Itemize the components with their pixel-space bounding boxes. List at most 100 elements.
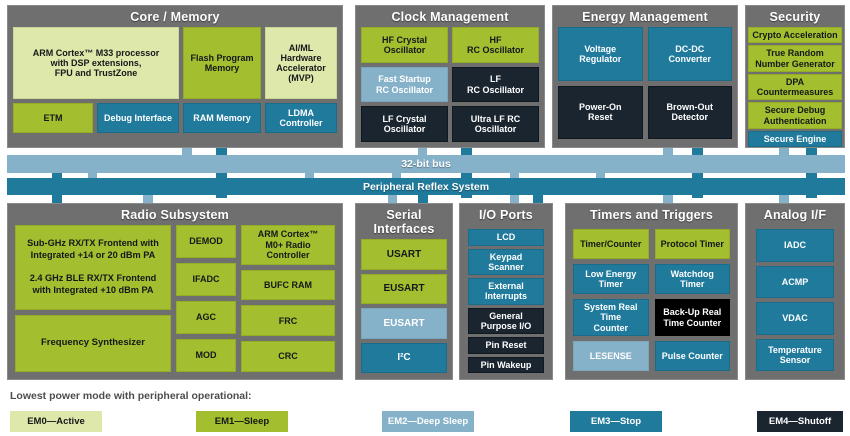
bus-trunk-vertical xyxy=(461,148,472,198)
block-dc-dc-converter[interactable]: DC-DC Converter xyxy=(647,27,732,81)
block-lf-crystal-oscillator[interactable]: LF Crystal Oscillator xyxy=(361,106,448,143)
panel-title-serial-interfaces: Serial Interfaces xyxy=(373,208,435,236)
block-demod[interactable]: DEMOD xyxy=(176,225,236,258)
block-acmp[interactable]: ACMP xyxy=(756,265,834,298)
block-hf-crystal-oscillator[interactable]: HF Crystal Oscillator xyxy=(361,27,448,63)
bus-32-bit: 32-bit bus xyxy=(7,155,845,173)
block-ultra-lf-rc-oscillator[interactable]: Ultra LF RC Oscillator xyxy=(452,106,539,143)
panel-analog-if: Analog I/F IADC ACMP VDAC Temperature Se… xyxy=(745,203,845,380)
bus-stub-vertical xyxy=(663,148,673,157)
legend-item-em3-stop[interactable]: EM3—Stop xyxy=(570,411,662,432)
panel-security: Security Crypto Acceleration True Random… xyxy=(745,5,845,148)
bus-connector-vertical xyxy=(52,173,62,179)
bus-stub-down xyxy=(388,195,397,204)
bus-trunk-vertical xyxy=(692,148,703,198)
bus-connector-vertical xyxy=(510,173,519,179)
block-fast-startup-rc-oscillator[interactable]: Fast Startup RC Oscillator xyxy=(361,66,448,103)
panel-title-radio-subsystem: Radio Subsystem xyxy=(121,208,229,222)
block-eusart-2[interactable]: EUSART xyxy=(361,308,447,339)
block-iadc[interactable]: IADC xyxy=(756,229,834,262)
block-pin-reset[interactable]: Pin Reset xyxy=(468,337,544,354)
bus-stub-vertical xyxy=(779,148,789,157)
block-rf-frontends[interactable]: Sub-GHz RX/TX Frontend with Integrated +… xyxy=(15,225,171,311)
block-bufc-ram[interactable]: BUFC RAM xyxy=(241,269,335,301)
block-keypad-scanner[interactable]: Keypad Scanner xyxy=(468,248,544,275)
block-temperature-sensor[interactable]: Temperature Sensor xyxy=(756,338,834,371)
bus-stub-down xyxy=(143,195,153,204)
legend-item-em1-sleep[interactable]: EM1—Sleep xyxy=(196,411,288,432)
block-pin-wakeup[interactable]: Pin Wakeup xyxy=(468,356,544,373)
block-etm[interactable]: ETM xyxy=(13,103,93,133)
block-arm-cortex-m0-radio-controller[interactable]: ARM Cortex™ M0+ Radio Controller xyxy=(241,225,335,265)
block-dpa-countermeasures[interactable]: DPA Countermeasures xyxy=(748,73,842,101)
block-vdac[interactable]: VDAC xyxy=(756,302,834,335)
bus-stub-down xyxy=(779,195,789,204)
block-external-interrupts[interactable]: External Interrupts xyxy=(468,278,544,305)
block-timer-counter[interactable]: Timer/Counter xyxy=(573,229,649,260)
block-arm-cortex-m33[interactable]: ARM Cortex™ M33 processor with DSP exten… xyxy=(13,27,179,99)
panel-title-io-ports: I/O Ports xyxy=(479,208,533,222)
bus-stub-down xyxy=(510,195,519,204)
block-hf-rc-oscillator[interactable]: HF RC Oscillator xyxy=(452,27,539,63)
block-crc[interactable]: CRC xyxy=(241,341,335,372)
legend-item-em2-deep-sleep[interactable]: EM2—Deep Sleep xyxy=(382,411,474,432)
legend-note: Lowest power mode with peripheral operat… xyxy=(10,390,252,402)
block-lcd[interactable]: LCD xyxy=(468,229,544,246)
panel-clock-management: Clock Management HF Crystal Oscillator H… xyxy=(355,5,545,148)
bus-peripheral-reflex-system: Peripheral Reflex System xyxy=(7,178,845,195)
block-flash-program-memory[interactable]: Flash Program Memory xyxy=(183,27,261,99)
block-power-on-reset[interactable]: Power-On Reset xyxy=(558,85,643,139)
block-i2c[interactable]: I²C xyxy=(361,342,447,373)
panel-energy-management: Energy Management Voltage Regulator DC-D… xyxy=(552,5,738,148)
block-backup-real-time-counter[interactable]: Back-Up Real Time Counter xyxy=(654,299,730,336)
block-low-energy-timer[interactable]: Low Energy Timer xyxy=(573,264,649,295)
bus-stub-down xyxy=(663,195,673,204)
bus-trunk-vertical xyxy=(216,148,227,198)
legend-item-em4-shutoff[interactable]: EM4—Shutoff xyxy=(757,411,843,432)
legend-item-em0-active[interactable]: EM0—Active xyxy=(10,411,102,432)
block-ifadc[interactable]: IFADC xyxy=(176,263,236,296)
panel-timers-and-triggers: Timers and Triggers Timer/Counter Protoc… xyxy=(565,203,738,380)
bus-stub-down xyxy=(533,195,543,204)
panel-radio-subsystem: Radio Subsystem Sub-GHz RX/TX Frontend w… xyxy=(7,203,343,380)
panel-title-analog-if: Analog I/F xyxy=(763,208,827,222)
panel-serial-interfaces: Serial Interfaces USART EUSART EUSART I²… xyxy=(355,203,453,380)
block-lesense[interactable]: LESENSE xyxy=(573,340,649,371)
panel-title-clock-management: Clock Management xyxy=(391,10,509,24)
bus-connector-vertical xyxy=(596,173,605,179)
block-ldma-controller[interactable]: LDMA Controller xyxy=(265,103,337,133)
block-aiml-hardware-accelerator[interactable]: AI/ML Hardware Accelerator (MVP) xyxy=(265,27,337,99)
block-system-real-time-counter[interactable]: System Real Time Counter xyxy=(573,299,649,336)
block-usart[interactable]: USART xyxy=(361,239,447,270)
bus-connector-vertical xyxy=(88,173,97,179)
block-crypto-acceleration[interactable]: Crypto Acceleration xyxy=(748,27,842,44)
block-general-purpose-io[interactable]: General Purpose I/O xyxy=(468,307,544,334)
panel-io-ports: I/O Ports LCD Keypad Scanner External In… xyxy=(459,203,553,380)
block-ram-memory[interactable]: RAM Memory xyxy=(183,103,261,133)
panel-title-security: Security xyxy=(769,10,821,24)
block-secure-engine[interactable]: Secure Engine xyxy=(748,130,842,147)
block-voltage-regulator[interactable]: Voltage Regulator xyxy=(558,27,643,81)
panel-title-energy-management: Energy Management xyxy=(582,10,708,24)
block-mod[interactable]: MOD xyxy=(176,339,236,372)
bus-32-bit-label: 32-bit bus xyxy=(401,158,451,170)
bus-prs-label: Peripheral Reflex System xyxy=(362,180,490,193)
panel-title-timers-and-triggers: Timers and Triggers xyxy=(589,208,714,222)
block-lf-rc-oscillator[interactable]: LF RC Oscillator xyxy=(452,66,539,103)
block-frequency-synthesizer[interactable]: Frequency Synthesizer xyxy=(15,315,171,372)
block-watchdog-timer[interactable]: Watchdog Timer xyxy=(654,264,730,295)
block-frc[interactable]: FRC xyxy=(241,305,335,337)
bus-trunk-vertical xyxy=(806,148,817,198)
block-eusart-1[interactable]: EUSART xyxy=(361,273,447,304)
block-protocol-timer[interactable]: Protocol Timer xyxy=(654,229,730,260)
block-pulse-counter[interactable]: Pulse Counter xyxy=(654,340,730,371)
block-true-random-number-generator[interactable]: True Random Number Generator xyxy=(748,45,842,72)
block-brown-out-detector[interactable]: Brown-Out Detector xyxy=(647,85,732,139)
panel-title-core-memory: Core / Memory xyxy=(130,10,220,24)
bus-connector-vertical xyxy=(392,173,401,179)
block-secure-debug-authentication[interactable]: Secure Debug Authentication xyxy=(748,102,842,129)
bus-stub-vertical xyxy=(418,148,427,157)
block-agc[interactable]: AGC xyxy=(176,301,236,334)
block-debug-interface[interactable]: Debug Interface xyxy=(97,103,179,133)
